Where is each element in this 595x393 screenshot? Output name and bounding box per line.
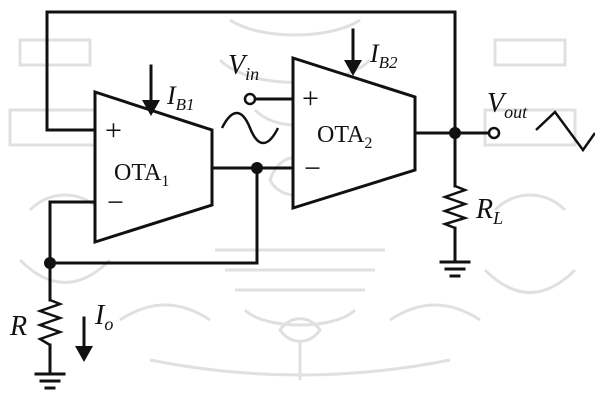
ota1-minus-sign: −: [107, 186, 124, 219]
vout-terminal: [487, 126, 501, 140]
ota2: + − OTA2: [291, 55, 417, 211]
ib2-arrow: [344, 28, 362, 76]
ib2-label: IB2: [369, 39, 398, 72]
ground-icon-r: [34, 372, 66, 390]
ota2-label: OTA2: [317, 122, 372, 152]
ground-icon: [439, 260, 471, 278]
ib1-arrow: [142, 64, 160, 116]
junction-dot-ota1-out: [251, 162, 263, 174]
ota1: + − OTA1: [93, 89, 214, 245]
r-label: R: [9, 311, 27, 342]
ota1-minus-wire: [48, 200, 97, 265]
sine-wave-icon: [220, 111, 280, 145]
ota2-minus-sign: −: [304, 152, 321, 185]
feedback-wire: [45, 10, 457, 135]
junction-wire: [48, 166, 259, 265]
r-resistor: [36, 298, 64, 347]
vin-terminal: [243, 92, 257, 106]
vin-label: Vin: [228, 50, 259, 84]
ota1-plus-sign: +: [105, 114, 122, 147]
junction-dot-vout: [449, 127, 461, 139]
rl-resistor: [441, 184, 470, 230]
triangle-wave-icon: [535, 110, 595, 153]
ota1-label: OTA1: [114, 160, 169, 190]
vout-label: Vout: [487, 88, 528, 122]
junction-dot-r: [44, 257, 56, 269]
ib1-label: IB1: [166, 81, 195, 114]
io-arrow: [75, 316, 93, 362]
ota2-plus-sign: +: [302, 82, 319, 115]
io-label: Io: [94, 300, 113, 334]
rl-label: RL: [475, 194, 503, 228]
